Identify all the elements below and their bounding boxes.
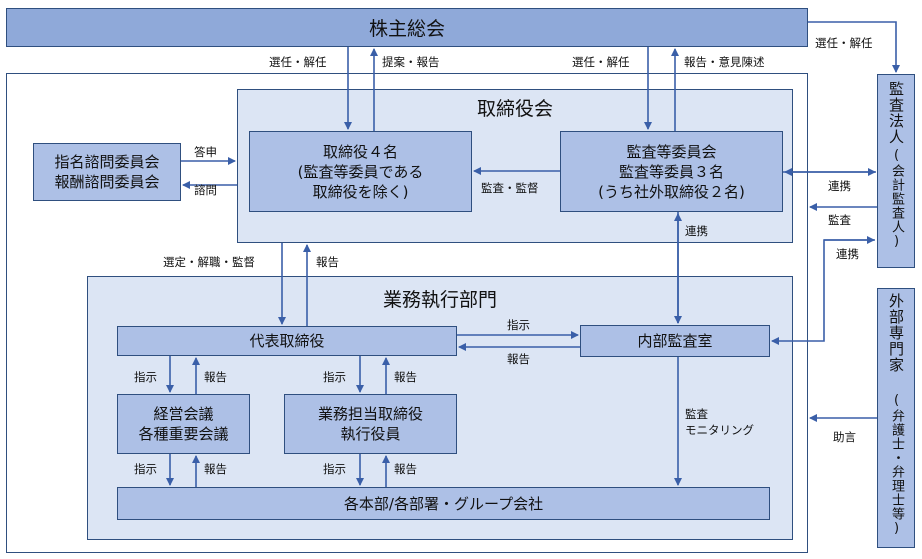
label-link2: 連携 <box>685 224 708 238</box>
label-consult: 諮問 <box>194 183 217 197</box>
label-audit: 監査 <box>828 213 851 227</box>
label-advice: 助言 <box>833 430 856 444</box>
external-experts-subtitle: (弁護士・弁理士等) <box>889 393 904 537</box>
divisions-box: 各本部/各部署・グループ会社 <box>117 487 770 520</box>
label-audit-supervise: 監査・監督 <box>481 181 539 195</box>
president-box: 代表取締役 <box>117 326 457 356</box>
link-internal-audit-arrow <box>771 239 875 345</box>
label-link3: 連携 <box>836 247 859 261</box>
label-report-opinion: 報告・意見陳述 <box>684 55 765 69</box>
label-instruct2: 指示 <box>134 370 157 384</box>
label-reply: 答申 <box>194 145 217 159</box>
management-meeting-box: 経営会議 各種重要会議 <box>117 394 250 454</box>
label-report1: 報告 <box>316 255 339 269</box>
shareholders-meeting: 株主総会 <box>6 8 808 47</box>
external-experts-box <box>877 288 915 548</box>
external-experts-title: 外部専門家 <box>887 293 905 373</box>
label-report4: 報告 <box>394 370 417 384</box>
audit-firm-box: 監査法人 <box>877 74 915 268</box>
elect-auditor-arrow <box>808 21 900 73</box>
label-report2: 報告 <box>507 352 530 366</box>
audit-firm-title: 監査法人 <box>887 81 905 145</box>
label-link1: 連携 <box>828 179 851 193</box>
board-title: 取締役会 <box>476 98 553 120</box>
label-propose: 提案・報告 <box>382 55 440 69</box>
label-report3: 報告 <box>204 370 227 384</box>
execution-title: 業務執行部門 <box>382 289 497 311</box>
label-elect3: 選任・解任 <box>815 36 873 50</box>
advisory-committees: 指名諮問委員会 報酬諮問委員会 <box>33 143 181 201</box>
directors-box: 取締役４名 (監査等委員である 取締役を除く) <box>249 131 472 212</box>
label-audit-monitoring: 監査 モニタリング <box>685 407 754 437</box>
audit-firm-subtitle: (会計監査人) <box>889 148 904 250</box>
audit-committee-box: 監査等委員会 監査等委員３名 (うち社外取締役２名) <box>560 131 783 212</box>
label-instruct3: 指示 <box>323 370 346 384</box>
label-instruct1: 指示 <box>507 318 530 332</box>
label-report5: 報告 <box>204 462 227 476</box>
label-report6: 報告 <box>394 462 417 476</box>
label-elect2: 選任・解任 <box>572 55 630 69</box>
label-appoint-dismiss-supervise: 選定・解職・監督 <box>163 255 255 269</box>
label-elect1: 選任・解任 <box>269 55 327 69</box>
label-instruct5: 指示 <box>323 462 346 476</box>
executive-directors-box: 業務担当取締役 執行役員 <box>284 394 457 454</box>
label-instruct4: 指示 <box>134 462 157 476</box>
internal-audit-box: 内部監査室 <box>580 325 770 357</box>
